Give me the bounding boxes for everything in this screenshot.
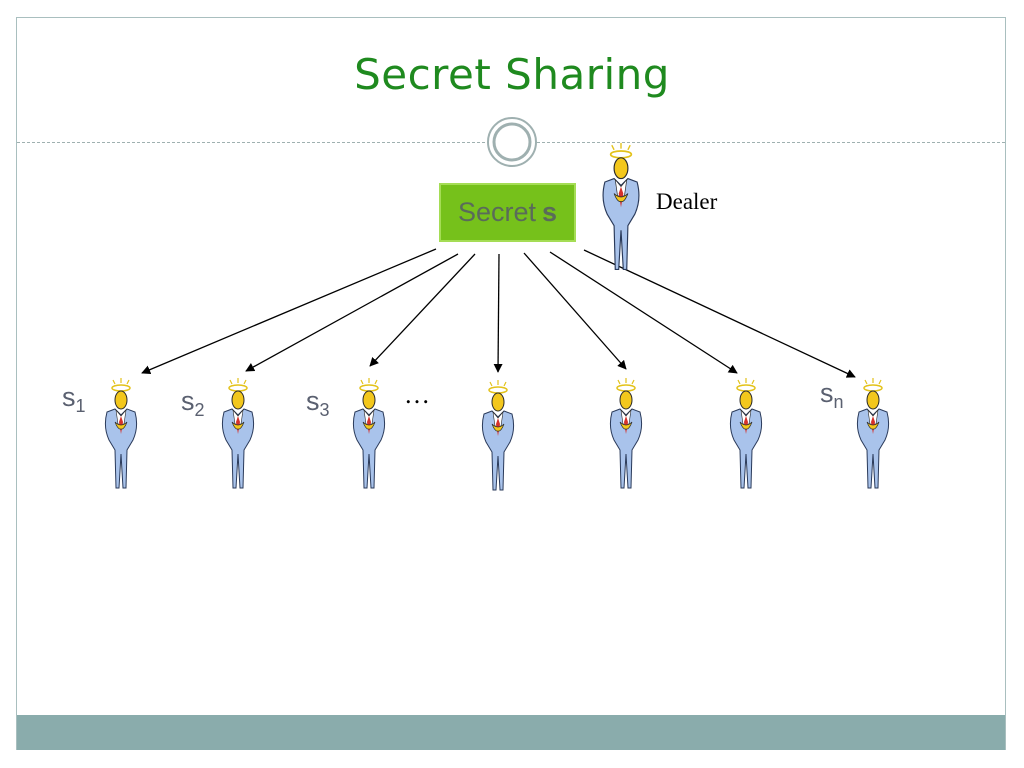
ellipsis: …: [404, 380, 431, 409]
arrow-to-p6: [549, 251, 738, 374]
participant-4-person-icon: [481, 379, 515, 491]
share-label-1: s1: [62, 382, 86, 417]
share-base: s: [820, 378, 834, 408]
ring-ornament-icon: [487, 117, 537, 167]
share-label-n: sn: [820, 378, 844, 413]
share-base: s: [62, 382, 76, 412]
participant-5-person-icon: [609, 377, 643, 489]
footer-bar: [17, 715, 1005, 750]
arrow-to-s3: [369, 253, 476, 367]
share-label-2: s2: [181, 386, 205, 421]
share-subscript: 1: [75, 396, 86, 416]
participant-6-person-icon: [729, 377, 763, 489]
dealer-person-icon: [602, 142, 640, 271]
share-label-3: s3: [306, 386, 330, 421]
share-base: s: [306, 386, 320, 416]
arrow-to-s2: [245, 253, 459, 372]
participant-1-person-icon: [104, 377, 138, 489]
arrow-to-sn: [583, 249, 856, 378]
participant-3-person-icon: [352, 377, 386, 489]
arrow-to-p4: [493, 253, 503, 373]
share-base: s: [181, 386, 195, 416]
dealer-label: Dealer: [656, 189, 718, 214]
arrow-to-s1: [141, 248, 437, 375]
participant-n-person-icon: [856, 377, 890, 489]
arrow-to-p5: [523, 252, 627, 370]
share-subscript: n: [833, 392, 844, 412]
secret-box-text: Secret: [457, 197, 536, 227]
secret-symbol: s: [542, 197, 558, 227]
share-subscript: 2: [194, 400, 205, 420]
participant-2-person-icon: [221, 377, 255, 489]
slide-title: Secret Sharing: [354, 50, 670, 99]
share-subscript: 3: [319, 400, 330, 420]
